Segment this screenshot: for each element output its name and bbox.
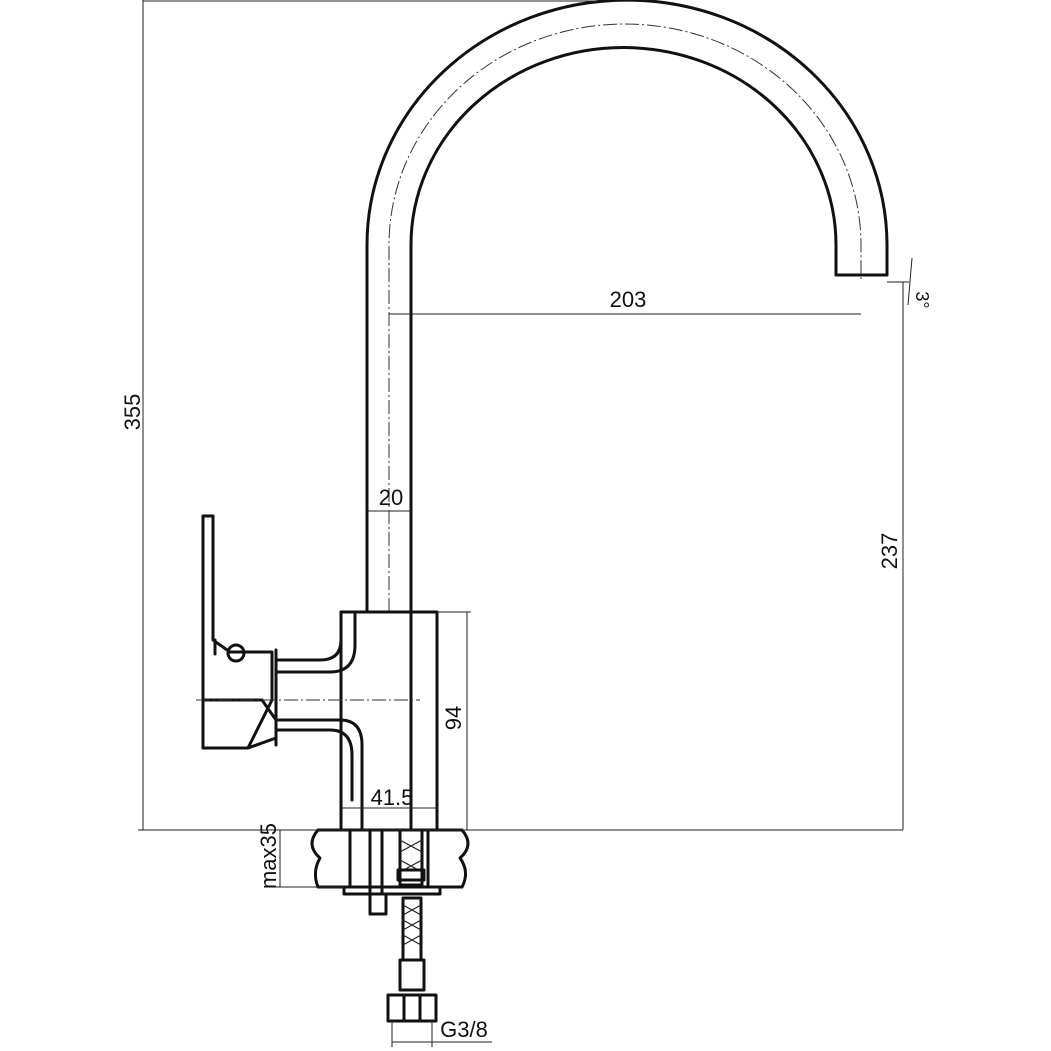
dimension-spout-reach: 203 — [389, 287, 861, 315]
dim-label-body-width: 41.5 — [371, 785, 414, 810]
dim-label-total-height: 355 — [120, 394, 145, 431]
mounting-hardware — [342, 828, 442, 916]
dimension-tilt-angle: 3° — [907, 257, 932, 309]
dimension-spout-height: 237 — [877, 281, 909, 830]
dim-label-body-height: 94 — [441, 706, 466, 730]
dimension-total-height: 355 — [120, 0, 903, 831]
dim-label-connection-thread: G3/8 — [440, 1017, 488, 1042]
dim-label-spout-height: 237 — [877, 533, 902, 570]
dimension-pipe-diameter: 20 — [367, 485, 411, 512]
dimension-body-width: 41.5 — [341, 785, 437, 810]
dimension-max-countertop: max35 — [256, 823, 344, 889]
countertop-section — [310, 828, 470, 889]
spout — [365, 0, 889, 614]
dim-label-pipe-diameter: 20 — [379, 485, 403, 510]
dimension-connection-thread: G3/8 — [391, 1017, 492, 1047]
dim-label-tilt-angle: 3° — [912, 291, 932, 308]
handle-lever — [201, 514, 278, 750]
dim-label-max-countertop: max35 — [256, 823, 281, 889]
dim-label-spout-reach: 203 — [610, 287, 647, 312]
dimension-body-height: 94 — [437, 611, 471, 830]
